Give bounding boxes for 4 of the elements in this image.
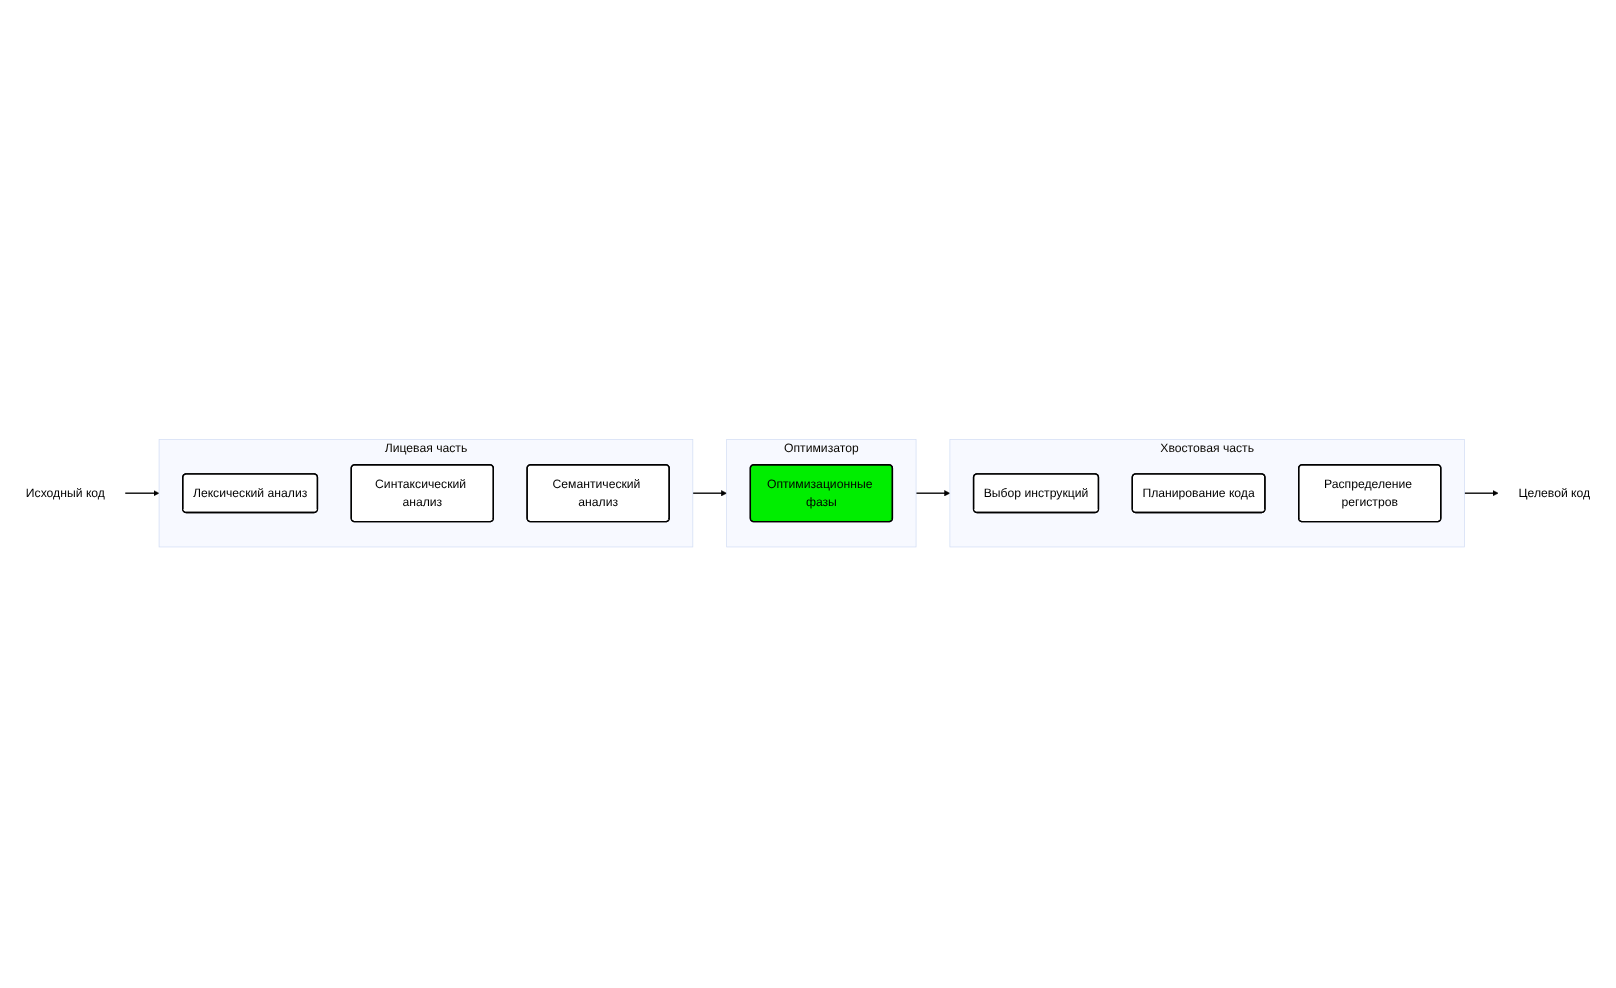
arrow — [124, 491, 160, 497]
arrow — [692, 491, 727, 497]
arrow — [1463, 491, 1499, 497]
arrow — [915, 491, 951, 497]
